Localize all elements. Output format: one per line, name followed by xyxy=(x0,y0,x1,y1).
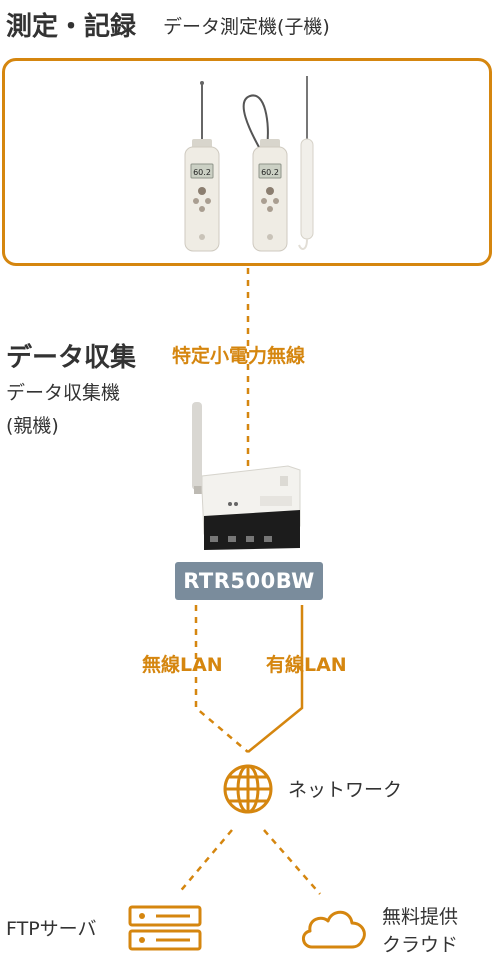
model-badge: RTR500BW xyxy=(175,562,323,600)
collect-title: データ収集 xyxy=(6,343,137,373)
ftp-link-line xyxy=(177,829,233,895)
svg-text:60.2: 60.2 xyxy=(193,168,211,177)
collect-subtitle: データ収集機 xyxy=(6,382,121,404)
cloud-label-line2: クラウド xyxy=(382,934,459,956)
network-label: ネットワーク xyxy=(288,779,403,801)
svg-text:60.2: 60.2 xyxy=(261,168,279,177)
cloud-label-line1: 無料提供 xyxy=(382,906,459,928)
wired-lan-line xyxy=(247,605,304,753)
globe-icon xyxy=(223,764,273,814)
wireless-lan-line xyxy=(194,605,249,753)
collect-subtitle-parent: (親機) xyxy=(6,415,59,437)
data-logger-1: 60.2 xyxy=(184,81,220,252)
data-loggers-illustration: 60.2 60.2 xyxy=(184,76,314,252)
wireless-lan-label: 無線LAN xyxy=(142,654,223,676)
temperature-probe xyxy=(298,76,314,250)
wired-lan-label: 有線LAN xyxy=(266,654,347,676)
measure-title: 測定・記録 xyxy=(6,12,137,42)
data-logger-2: 60.2 xyxy=(242,94,288,252)
server-icon xyxy=(128,905,202,951)
base-station-illustration xyxy=(192,402,301,550)
measurement-devices-box: 60.2 60.2 xyxy=(2,58,492,266)
cloud-icon xyxy=(302,910,366,949)
measure-subtitle: データ測定機(子機) xyxy=(163,16,330,38)
ftp-server-label: FTPサーバ xyxy=(6,918,97,940)
radio-link-label: 特定小電力無線 xyxy=(172,345,306,367)
cloud-link-line xyxy=(263,829,321,895)
